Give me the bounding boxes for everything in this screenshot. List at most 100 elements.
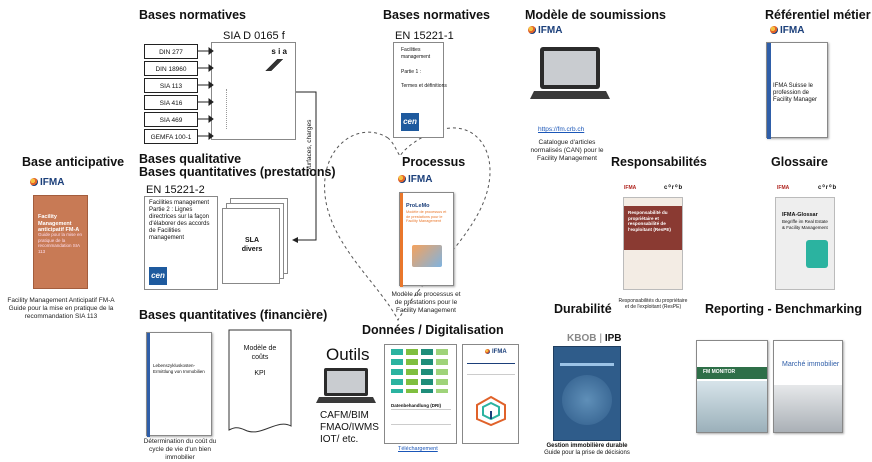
kbob-logo-text: KBOB [567,333,597,344]
heading-donnees-digitalisation: Données / Digitalisation [362,323,504,337]
heading-reporting-benchmarking: Reporting - Benchmarking [705,302,862,316]
kbob-cover-graphic [562,375,612,425]
sla-sub-label: divers [241,246,263,253]
gloss-cover-sub: Begriffe im Real Estate & Facility Manag… [782,219,828,230]
financiere-cover: Lebenszykluskosten-Ermittlung von Immobi… [146,332,212,437]
heading-glossaire: Glossaire [771,155,828,169]
heading-referentiel-metier: Référentiel métier [765,8,871,22]
gloss-cover-title: IFMA-Glossar [782,212,818,218]
en1-document: Facilities management Partie 1 : Termes … [393,42,447,138]
referentiel-cover-text: IFMA Suisse le profession de Facility Ma… [773,83,818,103]
anticipative-cover-sub: Guide pour la mise en pratique de la rec… [38,232,83,254]
norm-box: DIN 18960 [144,61,198,76]
donnees-doc-title: Datenbehandlung (DRI) [391,403,441,408]
donnees-doc: Datenbehandlung (DRI) [384,344,457,444]
anticipative-caption: Facility Management Anticipatif FM-A Gui… [7,297,115,320]
surfaces-charges-label: Surfaces, charges [306,119,313,172]
en1-line: Partie 1 : [401,69,422,75]
anticipative-cover: Facility Management anticipatif FM-A Gui… [33,195,88,289]
cube-network-icon [476,395,506,427]
ifma-dot-icon [528,26,536,34]
resp-cover-band [624,206,682,250]
financiere-cover-title: Lebenszykluskosten-Ermittlung von Immobi… [153,363,205,374]
gloss-cover-badge [806,240,828,268]
ipb-logo-text: IPB [604,333,622,344]
heading-modele-soumissions: Modèle de soumissions [525,8,667,22]
ifma-name: IFMA [492,349,507,355]
en2-text: Facilities management Partie 2 : Lignes … [149,200,210,241]
sia-mark-icon [265,59,283,71]
norm-box: GEMFA 100-1 [144,129,198,144]
kpi-label: KPI [254,370,266,377]
processus-cover-title: ProLeMo [406,203,430,209]
processus-stripe [400,193,403,287]
processus-cover: ProLeMo Modèle de processus et de presta… [399,192,454,287]
ifma-name: IFMA [538,25,563,36]
fm-monitor-label: FM MONITOR [703,369,736,375]
crb-link[interactable]: https://fm.crb.ch [538,126,585,133]
fm-monitor-cover: FM MONITOR [696,340,768,433]
kbob-caption-1: Gestion immobilière durable [546,443,628,449]
heading-bases-quantitatives-financiere: Bases quantitatives (financière) [139,308,328,322]
ifma-name: IFMA [408,174,433,185]
sia-logo: s i a [271,47,287,56]
telechargement-link[interactable]: Téléchargement [398,446,438,452]
anticipative-cover-title: Facility Management anticipatif FM-A [38,214,80,233]
outils-list: CAFM/BIM FMAO/IWMS IOT/ etc. [320,410,379,446]
fm-monitor-band [697,367,767,379]
processus-cover-sub: Modèle de processus et de prestations po… [406,210,447,223]
en1-line: Termes et définitions [401,83,447,89]
donnees-grid-graphic [391,349,451,393]
cen-logo-icon: cen [149,267,167,285]
heading-bases-normatives-center: Bases normatives [383,8,491,22]
en1-line: management [401,54,431,60]
cen-logo-icon: cen [401,113,419,131]
donnees-doc-lines [391,409,451,425]
ifma-name: IFMA [780,25,805,36]
glossaire-cover: IFMA-Glossar Begriffe im Real Estate & F… [775,197,835,290]
marche-cover: Marché immobilier [773,340,843,433]
ifma-logo: IFMA [528,25,562,36]
heading-base-anticipative: Base anticipative [22,155,125,169]
ifma-name: IFMA [40,177,65,188]
gloss-ifma-small-logo: IFMA [777,185,790,191]
heading-durabilite: Durabilité [554,302,612,316]
processus-graphic [412,245,442,267]
resp-cover-title: Responsabilité du propriétaire et respon… [628,210,671,232]
norm-box: SIA 469 [144,112,198,127]
ifma-dot-icon [485,349,490,354]
financiere-caption: Détermination du coût du cycle de vie d'… [143,438,217,461]
processus-caption: Modèle de processus et de prestations po… [391,291,461,314]
soumissions-caption: Catalogue d'articles normalisés (CAN) po… [530,139,604,162]
outil-item: CAFM/BIM [320,410,369,421]
norm-box: SIA 416 [144,95,198,110]
laptop-icon [316,368,376,403]
sia-cover-lines [226,89,247,129]
gloss-partner-logo-icon: c⁰r⁰b [818,185,838,191]
sia-document-cover: s i a [211,42,296,140]
modele-couts-label: Modèle de coûts [243,345,277,361]
referentiel-stripe [767,43,771,139]
en2-title: EN 15221-2 [146,184,205,196]
responsabilites-cover: Responsabilité du propriétaire et respon… [623,197,683,290]
donnees-ifma-doc: IFMA [462,344,519,444]
en1-title: EN 15221-1 [395,30,454,42]
norm-box: SIA 113 [144,78,198,93]
outil-item: IOT/ etc. [320,434,359,445]
ifma-dot-icon [398,175,406,183]
referentiel-cover: IFMA Suisse le profession de Facility Ma… [766,42,828,139]
ifma-logo: IFMA [485,349,507,355]
ifma-dot-icon [30,178,38,186]
en2-document: Facilities management Partie 2 : Lignes … [144,196,218,290]
kbob-cover [553,346,621,441]
modele-couts-doc [228,329,292,433]
ifma-logo: IFMA [770,25,804,36]
kbob-caption-2: Guide pour la prise de décisions [544,450,630,456]
donnees-ifma-title-lines [467,363,515,375]
responsabilites-caption: Responsabilités du propriétaire et de l'… [618,298,688,310]
heading-responsabilites: Responsabilités [611,155,707,169]
outils-heading: Outils [326,345,370,364]
norm-box: DIN 277 [144,44,198,59]
